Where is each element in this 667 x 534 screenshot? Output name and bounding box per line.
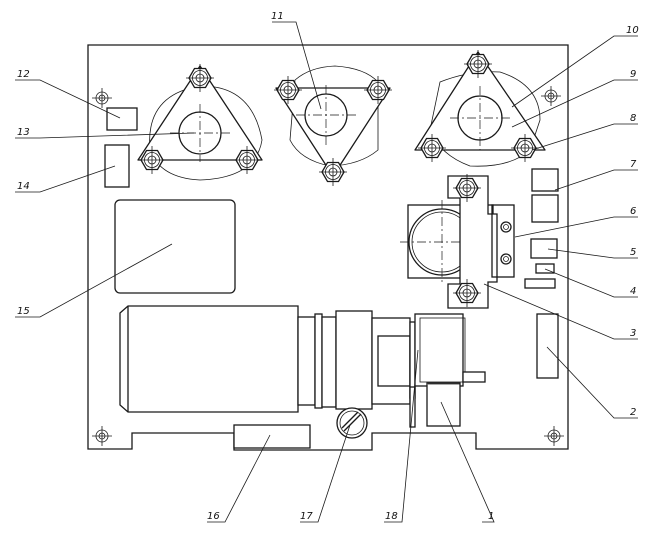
mounting-hole-bottom-left: [91, 425, 113, 447]
callout-17: 17: [300, 511, 313, 522]
callout-4: 4: [630, 286, 636, 297]
mounting-hole-bottom-right: [543, 425, 565, 447]
right-triangular-pump: [414, 49, 546, 167]
callout-11: 11: [271, 11, 284, 22]
callout-8: 8: [630, 113, 636, 124]
component-5: [530, 238, 558, 259]
left-triangular-pump: [137, 63, 263, 181]
component-7b: [531, 194, 559, 223]
callout-1: 1: [488, 511, 494, 522]
callout-18: 18: [385, 511, 398, 522]
callout-12: 12: [17, 69, 30, 80]
component-12: [106, 107, 138, 131]
callout-5: 5: [630, 247, 636, 258]
callout-13: 13: [17, 127, 30, 138]
callout-7: 7: [630, 159, 637, 170]
callout-3: 3: [630, 328, 636, 339]
component-7a: [531, 168, 559, 192]
callout-14: 14: [17, 181, 30, 192]
mounting-hole-top-right: [540, 85, 562, 107]
component-4b: [524, 278, 556, 289]
mounting-hole-top-left: [91, 87, 113, 109]
middle-triangular-pump: [273, 65, 393, 187]
bearing-housing: [400, 173, 515, 309]
callout-10: 10: [626, 25, 639, 36]
component-4: [535, 263, 555, 274]
component-14: [104, 144, 130, 188]
leader-lines: [15, 21, 638, 523]
callout-16: 16: [207, 511, 220, 522]
block-15: [114, 199, 236, 294]
callout-15: 15: [17, 306, 30, 317]
callout-6: 6: [630, 206, 636, 217]
motor-assembly: [119, 305, 486, 449]
callout-2: 2: [630, 407, 636, 418]
component-2: [536, 313, 559, 379]
callout-9: 9: [630, 69, 636, 80]
base-plate: [87, 44, 569, 451]
